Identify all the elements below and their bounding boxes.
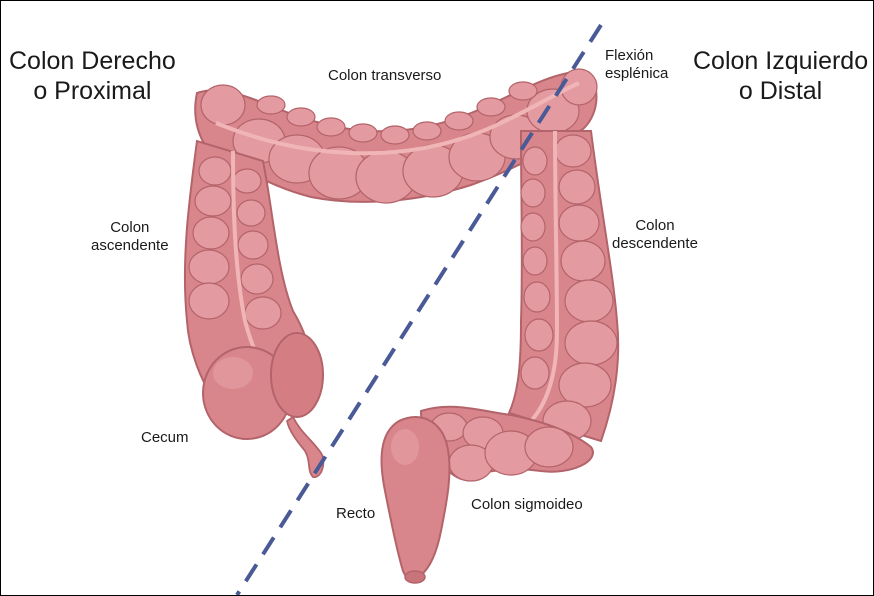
label-descendente-line2: descendente: [612, 235, 698, 253]
title-left-line1: Colon Derecho: [9, 47, 176, 77]
cecum-lobe: [271, 333, 323, 417]
anal-canal: [405, 571, 425, 583]
label-colon-descendente: Colon descendente: [612, 217, 698, 253]
label-descendente-line1: Colon: [612, 217, 698, 235]
label-flexion-line1: Flexión: [605, 47, 668, 65]
label-cecum: Cecum: [141, 429, 189, 447]
label-ascendente-line1: Colon: [91, 219, 169, 237]
title-right-line1: Colon Izquierdo: [693, 47, 868, 77]
label-recto: Recto: [336, 505, 375, 523]
label-ascendente-line2: ascendente: [91, 237, 169, 255]
title-left-line2: o Proximal: [9, 77, 176, 107]
title-right-line2: o Distal: [693, 77, 868, 107]
label-colon-transverso: Colon transverso: [328, 67, 441, 85]
cecum-highlight: [213, 357, 253, 389]
title-left-distal: Colon Izquierdo o Distal: [693, 47, 868, 106]
label-colon-sigmoideo: Colon sigmoideo: [471, 496, 583, 514]
label-colon-ascendente: Colon ascendente: [91, 219, 169, 255]
label-flexion-esplenica: Flexión esplénica: [605, 47, 668, 83]
label-flexion-line2: esplénica: [605, 65, 668, 83]
rectum-highlight: [391, 429, 419, 465]
title-right-proximal: Colon Derecho o Proximal: [9, 47, 176, 106]
